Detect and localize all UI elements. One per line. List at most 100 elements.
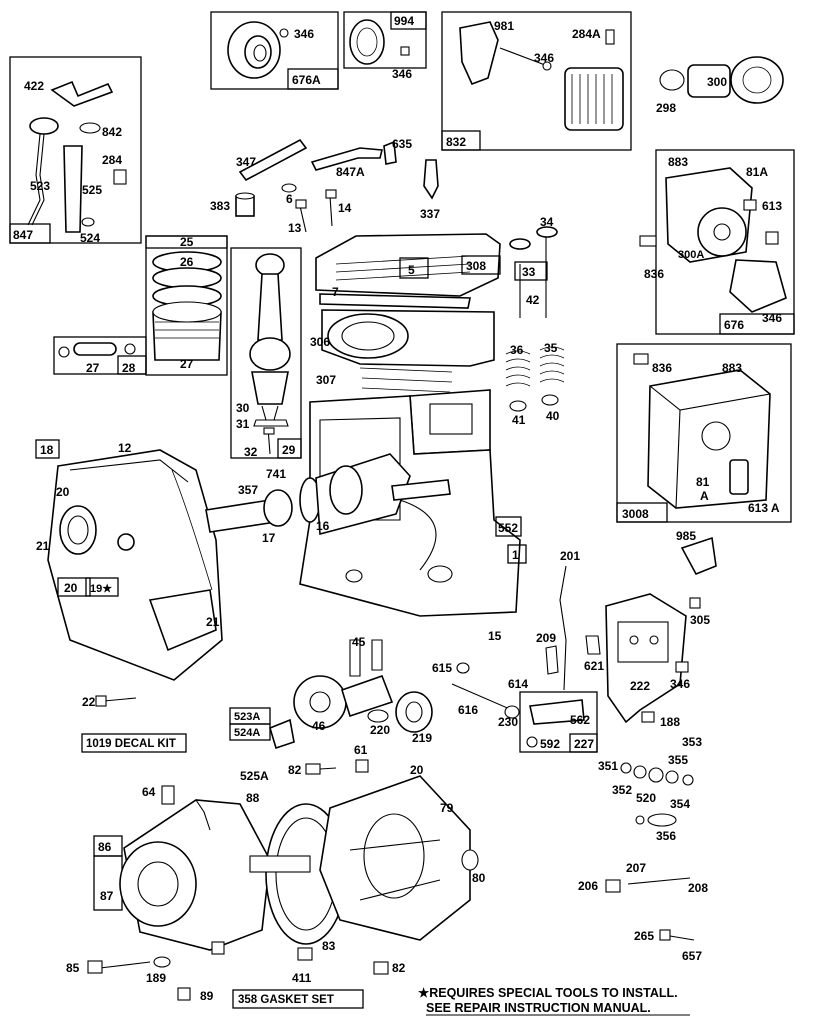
label-30: 30 <box>236 401 250 415</box>
gear-cover-18 <box>35 439 223 681</box>
label-230: 230 <box>498 715 518 729</box>
label-209: 209 <box>536 631 556 645</box>
piston-group-25 <box>145 235 228 376</box>
label-31: 31 <box>236 417 250 431</box>
crankshaft-741 <box>205 453 451 571</box>
label-346: 346 <box>534 51 554 65</box>
label-614: 614 <box>508 677 528 691</box>
label-189: 189 <box>146 971 166 985</box>
label-27: 27 <box>180 357 194 371</box>
label-A: A <box>700 489 709 503</box>
washers-351-356 <box>620 762 694 827</box>
gasket-set-box <box>232 989 364 1009</box>
label-411: 411 <box>292 971 312 985</box>
label-520: 520 <box>636 791 656 805</box>
label-284: 284 <box>102 153 122 167</box>
cylinder-block <box>299 233 527 617</box>
label-40: 40 <box>546 409 560 423</box>
label-16: 16 <box>316 519 330 533</box>
label-306: 306 <box>310 335 330 349</box>
piston-pin-27 <box>53 336 147 375</box>
label-337: 337 <box>420 207 440 221</box>
label-265: 265 <box>634 929 654 943</box>
label-346: 346 <box>294 27 314 41</box>
linkage <box>451 565 601 719</box>
label-81A: 81A <box>746 165 768 179</box>
label-383: 383 <box>210 199 230 213</box>
label-836: 836 <box>644 267 664 281</box>
label-355: 355 <box>668 753 688 767</box>
label-300: 300 <box>707 75 727 89</box>
label-657: 657 <box>682 949 702 963</box>
label-80: 80 <box>472 871 486 885</box>
label-616: 616 <box>458 703 478 717</box>
part-labels: 346 676A 994 346 981 284A 346 832 300 29… <box>13 14 782 1003</box>
label-27: 27 <box>86 361 100 375</box>
label-356: 356 <box>656 829 676 843</box>
valves-springs <box>505 226 565 412</box>
label-354: 354 <box>670 797 690 811</box>
label-82: 82 <box>288 763 302 777</box>
label-621: 621 <box>584 659 604 673</box>
label-35: 35 <box>544 341 558 355</box>
label-28: 28 <box>122 361 136 375</box>
footnote-line-1: ★REQUIRES SPECIAL TOOLS TO INSTALL. <box>418 986 678 1000</box>
label-300A: 300A <box>678 249 704 261</box>
clutch-housing-86 <box>93 785 271 951</box>
cam-gears <box>293 639 433 733</box>
label-832: 832 <box>446 135 466 149</box>
bolt-22 <box>95 695 137 707</box>
label-85: 85 <box>66 961 80 975</box>
label-29: 29 <box>282 443 296 457</box>
label-18: 18 <box>40 443 54 457</box>
label-525A: 525A <box>240 769 269 783</box>
label-635: 635 <box>392 137 412 151</box>
gasket-set-label: 358 GASKET SET <box>238 994 334 1006</box>
label-42: 42 <box>526 293 540 307</box>
label-352: 352 <box>612 783 632 797</box>
inset-676A <box>210 11 339 90</box>
inset-227 <box>519 691 598 753</box>
label-985: 985 <box>676 529 696 543</box>
label-22: 22 <box>82 695 96 709</box>
label-7: 7 <box>332 285 339 299</box>
label-592: 592 <box>540 737 560 751</box>
label-12: 12 <box>118 441 132 455</box>
label-20: 20 <box>56 485 70 499</box>
label-351: 351 <box>598 759 618 773</box>
inset-994 <box>343 11 427 69</box>
label-525: 525 <box>82 183 102 197</box>
label-562: 562 <box>570 713 590 727</box>
label-14: 14 <box>338 201 352 215</box>
rod-206-208 <box>605 877 695 941</box>
label-5: 5 <box>408 263 415 277</box>
label-346: 346 <box>392 67 412 81</box>
label-308: 308 <box>466 259 486 273</box>
label-64: 64 <box>142 785 156 799</box>
conn-rod-29 <box>230 247 302 459</box>
starter-300 <box>659 56 784 104</box>
label-83: 83 <box>322 939 336 953</box>
cover-79 <box>319 775 479 941</box>
label-3008: 3008 <box>622 507 649 521</box>
label-86: 86 <box>98 840 112 854</box>
decal-kit-label: 1019 DECAL KIT <box>86 738 176 750</box>
label-422: 422 <box>24 79 44 93</box>
label-21: 21 <box>206 615 220 629</box>
label-552: 552 <box>498 521 518 535</box>
inset-muffler-3008 <box>616 343 792 523</box>
label-615: 615 <box>432 661 452 675</box>
label-883: 883 <box>722 361 742 375</box>
label-13: 13 <box>288 221 302 235</box>
label-81: 81 <box>696 475 710 489</box>
label-346: 346 <box>762 311 782 325</box>
label-836: 836 <box>652 361 672 375</box>
label-6: 6 <box>286 192 293 206</box>
label-1: 1 <box>512 548 519 562</box>
label-89: 89 <box>200 989 214 1003</box>
label-347: 347 <box>236 155 256 169</box>
label-46: 46 <box>312 719 326 733</box>
label-305: 305 <box>690 613 710 627</box>
label-32: 32 <box>244 445 258 459</box>
